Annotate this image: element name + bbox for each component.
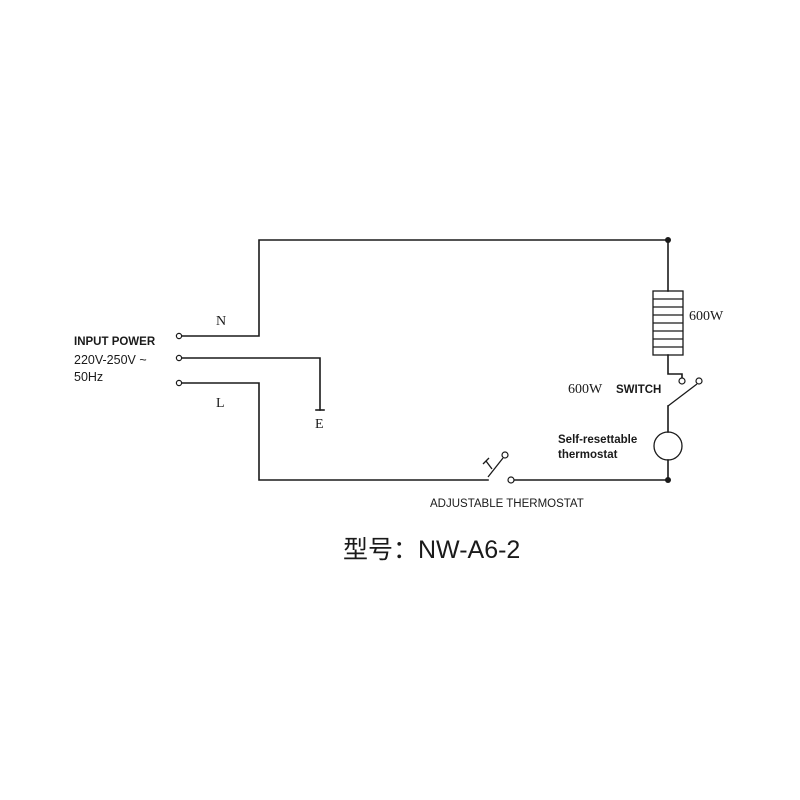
neutral-wire [181, 239, 669, 337]
live-label: L [216, 396, 225, 411]
voltage-label: 220V-250V ~ [74, 353, 147, 367]
self-resettable-label-line2: thermostat [558, 449, 618, 461]
earth-wire [181, 357, 321, 411]
adjustable-thermostat-contact [482, 451, 515, 484]
switch-contact [667, 377, 703, 407]
heater-element [652, 290, 684, 356]
switch-label: SWITCH [616, 384, 661, 396]
live-terminal [175, 379, 183, 387]
right-wire-heater-switch [667, 354, 683, 379]
neutral-label: N [216, 314, 226, 329]
frequency-label: 50Hz [74, 370, 103, 384]
heater-power-label: 600W [689, 309, 724, 324]
self-resettable-label-line1: Self-resettable [558, 434, 637, 446]
earth-label: E [315, 417, 324, 432]
switch-power-label: 600W [568, 382, 603, 397]
adjustable-thermostat-label: ADJUSTABLE THERMOSTAT [430, 498, 584, 510]
live-wire [181, 382, 489, 481]
input-power-label: INPUT POWER [74, 336, 156, 348]
neutral-terminal [175, 332, 183, 340]
model-title: 型号：NW-A6-2 [343, 536, 520, 564]
earth-terminal [175, 354, 183, 362]
self-resettable-thermostat-symbol [653, 431, 683, 461]
